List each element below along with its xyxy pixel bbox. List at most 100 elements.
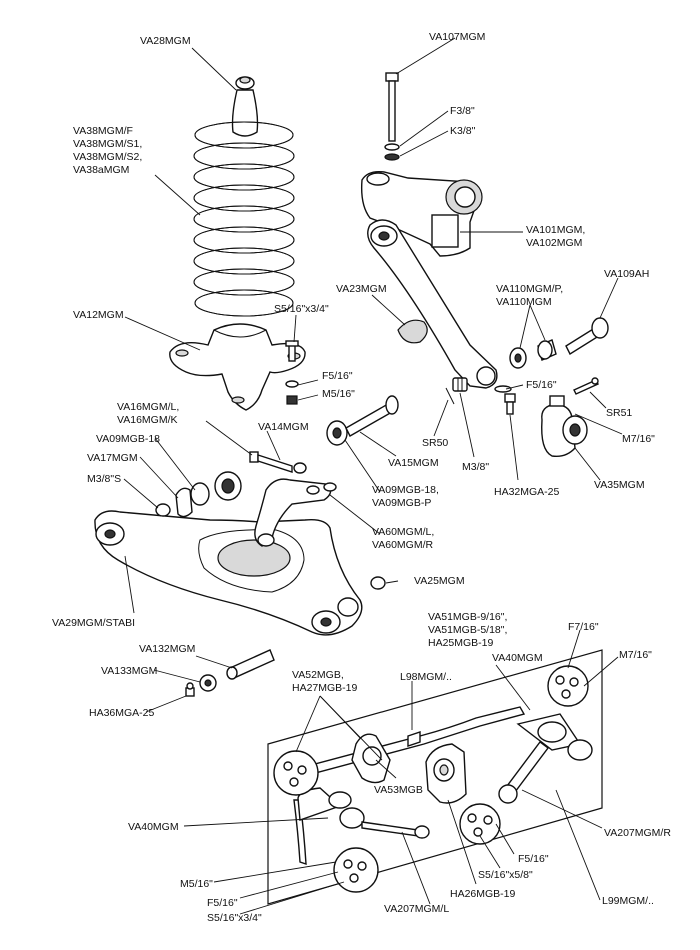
bar-bracket-part xyxy=(351,733,391,784)
lock-washer-part xyxy=(384,153,400,161)
hardware-group-mid xyxy=(459,803,501,845)
upper-bushes-part xyxy=(509,339,557,369)
grease-nipple-part xyxy=(185,682,195,697)
label-s5-3-4-bottom: S5/16"x3/4" xyxy=(207,912,262,924)
anti-roll-bar-kit-frame xyxy=(267,649,603,905)
label-va38-3: VA38MGM/S2, xyxy=(73,151,142,163)
label-va29: VA29MGM/STABI xyxy=(52,617,135,629)
link-arm-left-part xyxy=(297,787,430,839)
castle-nut-part xyxy=(452,377,468,392)
coil-spring-part xyxy=(193,121,295,317)
inner-bushes-part xyxy=(155,471,242,518)
label-va14: VA14MGM xyxy=(258,421,309,433)
label-va207-r: VA207MGM/R xyxy=(604,827,671,839)
bolt-part xyxy=(504,393,516,415)
spring-pan-part xyxy=(169,323,306,411)
label-va15: VA15MGM xyxy=(388,457,439,469)
leader-lines xyxy=(123,37,623,915)
label-va38-4: VA38aMGM xyxy=(73,164,129,176)
label-va51-3: HA25MGB-19 xyxy=(428,637,494,649)
label-va38-1: VA38MGM/F xyxy=(73,125,133,137)
label-va17: VA17MGM xyxy=(87,452,138,464)
label-va60-1: VA60MGM/L, xyxy=(372,526,434,538)
label-va52-2: HA27MGB-19 xyxy=(292,682,358,694)
pin-part xyxy=(573,377,599,395)
label-va51-1: VA51MGB-9/16", xyxy=(428,611,507,623)
label-va28: VA28MGM xyxy=(140,35,191,47)
bump-stop-part xyxy=(231,76,259,137)
label-sr51: SR51 xyxy=(606,407,632,419)
label-va101-1: VA101MGM, xyxy=(526,224,585,236)
trunnion-pin-part xyxy=(326,395,399,446)
part-labels: VA28MGM VA38MGM/F VA38MGM/S1, VA38MGM/S2… xyxy=(52,31,671,924)
seal-part xyxy=(370,576,386,590)
label-ha36: HA36MGA-25 xyxy=(89,707,155,719)
fulcrum-link-part xyxy=(254,478,337,547)
label-s5-5-8: S5/16"x5/8" xyxy=(478,869,533,881)
hardware-group-top-right xyxy=(547,665,589,707)
label-f3-8: F3/8" xyxy=(450,105,475,117)
label-m7-16: M7/16" xyxy=(619,649,652,661)
label-ha26: HA26MGB-19 xyxy=(450,888,516,900)
label-va132: VA132MGM xyxy=(139,643,195,655)
washer-part xyxy=(494,385,512,393)
label-m3-8s: M3/8"S xyxy=(87,473,121,485)
label-va23: VA23MGM xyxy=(336,283,387,295)
label-va110-2: VA110MGM xyxy=(496,296,552,308)
label-va101-2: VA102MGM xyxy=(526,237,582,249)
label-va09-1: VA09MGB-18, xyxy=(372,484,439,496)
damper-arm-part xyxy=(367,219,498,389)
label-f5-top: F5/16" xyxy=(322,370,353,382)
label-va109: VA109AH xyxy=(604,268,649,280)
bearing-bracket-part xyxy=(425,743,467,804)
label-va35: VA35MGM xyxy=(594,479,645,491)
label-va60-2: VA60MGM/R xyxy=(372,539,433,551)
label-va107: VA107MGM xyxy=(429,31,485,43)
label-va25: VA25MGM xyxy=(414,575,465,587)
label-l99: L99MGM/.. xyxy=(602,895,654,907)
label-f5-right: F5/16" xyxy=(518,853,549,865)
label-va16-1: VA16MGM/L, xyxy=(117,401,179,413)
hardware-group-bottom xyxy=(333,847,379,893)
label-va133: VA133MGM xyxy=(101,665,157,677)
split-pin-part xyxy=(445,387,455,405)
label-s5-3-4-top: S5/16"x3/4" xyxy=(274,303,329,315)
fulcrum-bolt-part xyxy=(249,451,307,474)
label-va38-2: VA38MGM/S1, xyxy=(73,138,142,150)
bolt-part xyxy=(385,72,399,142)
washer-part xyxy=(384,143,400,151)
label-m3-8: M3/8" xyxy=(462,461,489,473)
label-m5-bottom: M5/16" xyxy=(180,878,213,890)
label-f5-bottom: F5/16" xyxy=(207,897,238,909)
label-m5-top: M5/16" xyxy=(322,388,355,400)
label-va110-1: VA110MGM/P, xyxy=(496,283,563,295)
label-va16-2: VA16MGM/K xyxy=(117,414,178,426)
nut-part xyxy=(199,674,217,692)
hardware-group-left xyxy=(273,750,319,796)
label-va40-top: VA40MGM xyxy=(492,652,543,664)
lower-wishbone-part xyxy=(94,510,363,636)
label-va12: VA12MGM xyxy=(73,309,124,321)
label-m7-mid: M7/16" xyxy=(622,433,655,445)
spring-pan-screws xyxy=(285,340,299,405)
stud-part xyxy=(226,649,275,680)
label-l98: L98MGM/.. xyxy=(400,671,452,683)
label-f7-16: F7/16" xyxy=(568,621,599,633)
fulcrum-pin-part xyxy=(565,317,609,356)
label-k3-8: K3/8" xyxy=(450,125,476,137)
link-arm-right-part xyxy=(498,713,593,804)
damper-part xyxy=(360,170,483,257)
rebound-rubber-part xyxy=(397,319,428,344)
label-ha32: HA32MGA-25 xyxy=(494,486,560,498)
label-va40-left: VA40MGM xyxy=(128,821,179,833)
label-va53: VA53MGB xyxy=(374,784,423,796)
label-f5-mid: F5/16" xyxy=(526,379,557,391)
label-va52-1: VA52MGB, xyxy=(292,669,344,681)
label-sr50: SR50 xyxy=(422,437,448,449)
label-va207-l: VA207MGM/L xyxy=(384,903,449,915)
trunnion-part xyxy=(541,395,588,458)
label-va09-18-left: VA09MGB-18 xyxy=(96,433,160,445)
label-va09-2: VA09MGB-P xyxy=(372,497,431,509)
label-va51-2: VA51MGB-5/18", xyxy=(428,624,507,636)
